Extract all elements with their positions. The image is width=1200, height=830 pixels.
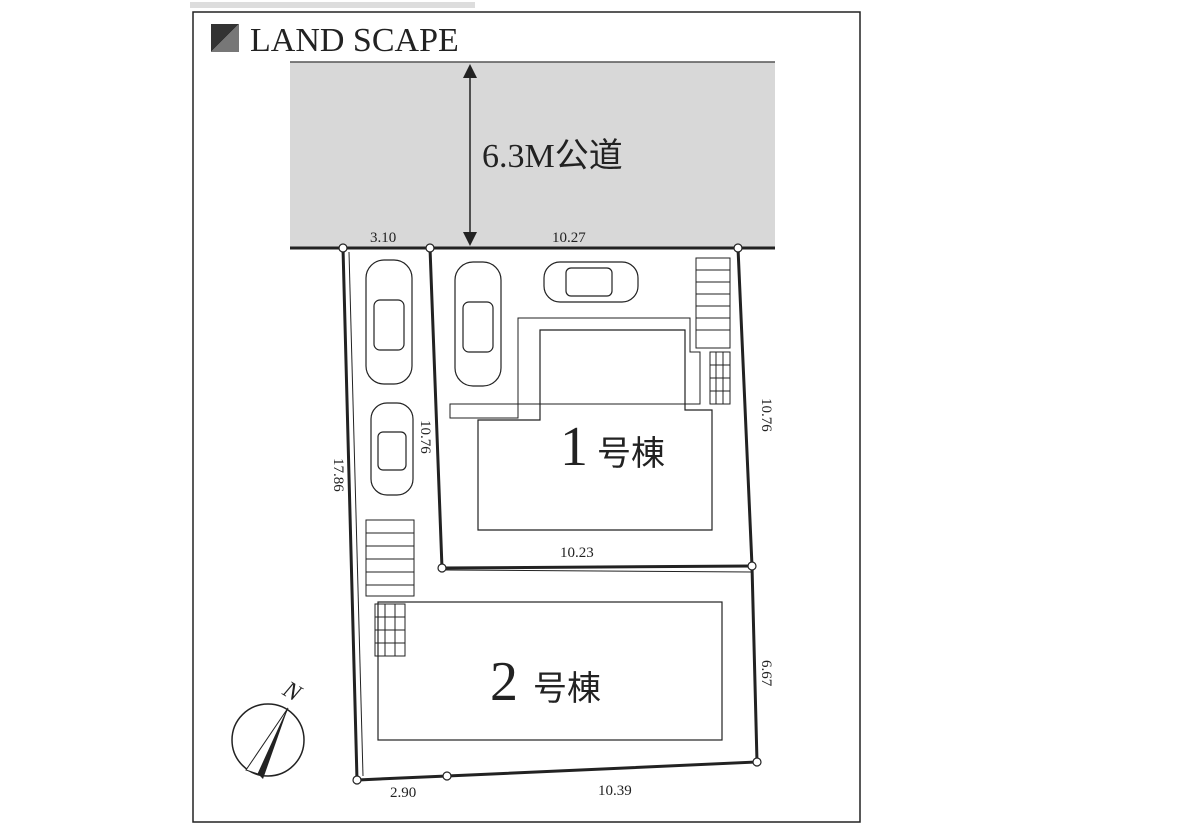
car-icon — [454, 261, 502, 387]
dim-right-lower: 6.67 — [758, 660, 774, 687]
dim-middle: 10.23 — [560, 545, 594, 561]
building-1-number: 1 — [560, 416, 588, 478]
stairs-left — [365, 519, 415, 657]
north-compass-icon — [231, 703, 305, 779]
building-2-number: 2 — [490, 651, 518, 713]
boundary-markers — [338, 243, 762, 785]
dim-top-left: 3.10 — [370, 230, 396, 246]
building-1-suffix: 号棟 — [597, 435, 665, 473]
dim-inner-divider: 10.76 — [417, 420, 433, 454]
header-title: LAND SCAPE — [250, 22, 459, 59]
dim-top-right: 10.27 — [552, 230, 586, 246]
building-2-suffix: 号棟 — [533, 670, 601, 708]
car-icon — [365, 259, 413, 385]
dim-bottom-left: 2.90 — [390, 785, 416, 801]
road-area — [290, 62, 775, 248]
header-icon — [211, 24, 239, 52]
stairs-right — [695, 257, 731, 405]
dim-bottom-right: 10.39 — [598, 783, 632, 799]
dim-left: 17.86 — [330, 458, 346, 492]
dim-right-upper: 10.76 — [758, 398, 774, 432]
building-1 — [449, 317, 713, 531]
car-icon — [543, 261, 639, 303]
compass-north-label: N — [277, 676, 306, 708]
car-icon — [370, 402, 414, 496]
top-shade-bar — [190, 2, 475, 8]
frame-border — [192, 11, 861, 823]
building-2 — [377, 601, 723, 741]
road-label: 6.3M公道 — [482, 137, 623, 175]
